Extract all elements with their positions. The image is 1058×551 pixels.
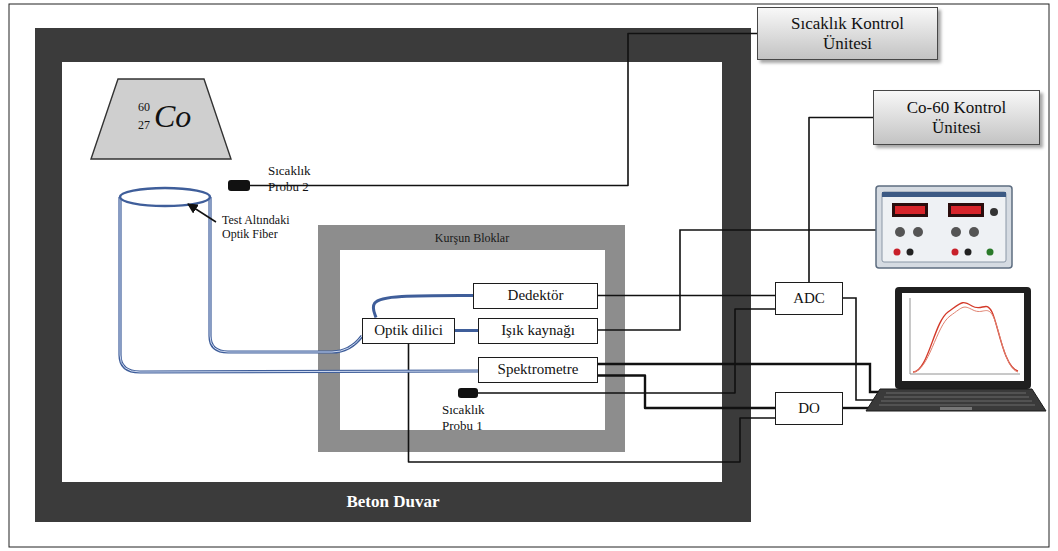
isotope-label: 60 bbox=[138, 100, 150, 114]
adc-box: ADC bbox=[775, 282, 843, 315]
do-box: DO bbox=[775, 392, 843, 425]
wires bbox=[598, 230, 880, 408]
wire-connector bbox=[809, 118, 873, 283]
text-slot: Sıcaklık Probu 1 bbox=[442, 402, 485, 434]
leader-arrow bbox=[188, 204, 216, 222]
spectrometer-wire bbox=[598, 364, 880, 392]
region-label: Kurşun Bloklar bbox=[435, 231, 509, 246]
text-slot: Co bbox=[154, 100, 191, 132]
wire-connector bbox=[409, 344, 776, 463]
lead-blocks bbox=[318, 225, 625, 452]
wire-connector bbox=[598, 376, 775, 409]
laptop bbox=[866, 287, 1046, 411]
temperature-probe: Sıcaklık Probu 2 bbox=[228, 180, 250, 191]
control-unit: Co-60 Kontrol Ünitesi bbox=[873, 90, 1040, 145]
box-label: Optik dilici bbox=[372, 322, 445, 339]
probe-label: Sıcaklık Probu 1 bbox=[442, 402, 485, 434]
fiber-connector bbox=[455, 329, 478, 332]
spectrometer-box: Spektrometre bbox=[478, 357, 598, 383]
temperature-probe: Sıcaklık Probu 1 bbox=[458, 388, 478, 398]
fiber-cylinder bbox=[120, 188, 478, 372]
text-slot: 27 bbox=[138, 118, 150, 132]
optical-fiber-core bbox=[210, 197, 362, 352]
box-label: Işık kaynağı bbox=[499, 322, 577, 339]
wall-interior bbox=[62, 62, 722, 482]
optical-fiber bbox=[120, 197, 478, 372]
wire-connector bbox=[478, 309, 775, 393]
region-label: Beton Duvar bbox=[346, 492, 439, 512]
picture-frame bbox=[9, 4, 1049, 547]
text-slot: Beton Duvar bbox=[346, 492, 439, 512]
box-label: Spektrometre bbox=[496, 361, 581, 378]
probe-label: Sıcaklık Probu 2 bbox=[268, 163, 311, 195]
adc-wire bbox=[843, 298, 878, 400]
isotope-label: Co bbox=[154, 100, 191, 132]
control-unit: Sıcaklık Kontrol Ünitesi bbox=[757, 7, 938, 60]
cylinder-top bbox=[120, 188, 210, 206]
label-slot: Test Altındaki Optik Fiber bbox=[222, 213, 314, 242]
text-slot: Kurşun Bloklar bbox=[435, 231, 509, 246]
box-label: Dedektör bbox=[506, 287, 566, 304]
text-slot: 60 bbox=[138, 100, 150, 114]
box-label: ADC bbox=[791, 290, 827, 307]
optical-fiber-core bbox=[120, 197, 478, 372]
splitter-box: Optik dilici bbox=[362, 318, 455, 344]
power-wire bbox=[598, 230, 876, 330]
callout-label: Test Altındaki Optik Fiber bbox=[222, 213, 314, 242]
text-slot: Sıcaklık Probu 2 bbox=[268, 163, 311, 195]
detector-box: Dedektör bbox=[473, 283, 598, 309]
cobalt-source: 60 27 Co bbox=[90, 78, 232, 160]
box-label: Sıcaklık Kontrol Ünitesi bbox=[778, 14, 918, 53]
wire-connector bbox=[598, 295, 775, 297]
isotope-label: 27 bbox=[138, 118, 150, 132]
source-shape bbox=[91, 79, 231, 159]
wire-connector bbox=[250, 34, 757, 186]
box-label: Co-60 Kontrol Ünitesi bbox=[887, 98, 1027, 137]
optical-fiber bbox=[210, 197, 362, 352]
concrete-wall-region: 6027CoSıcaklık Probu 2DedektörOptik dili… bbox=[35, 28, 751, 522]
concrete-wall bbox=[35, 28, 751, 522]
fiber-connector bbox=[373, 296, 473, 318]
lead-shield-region: DedektörOptik dilici Işık kaynağıSpektrom… bbox=[318, 225, 625, 452]
power-supply bbox=[876, 186, 1012, 268]
box-label: DO bbox=[796, 400, 822, 417]
light-source-box: Işık kaynağı bbox=[478, 318, 598, 344]
